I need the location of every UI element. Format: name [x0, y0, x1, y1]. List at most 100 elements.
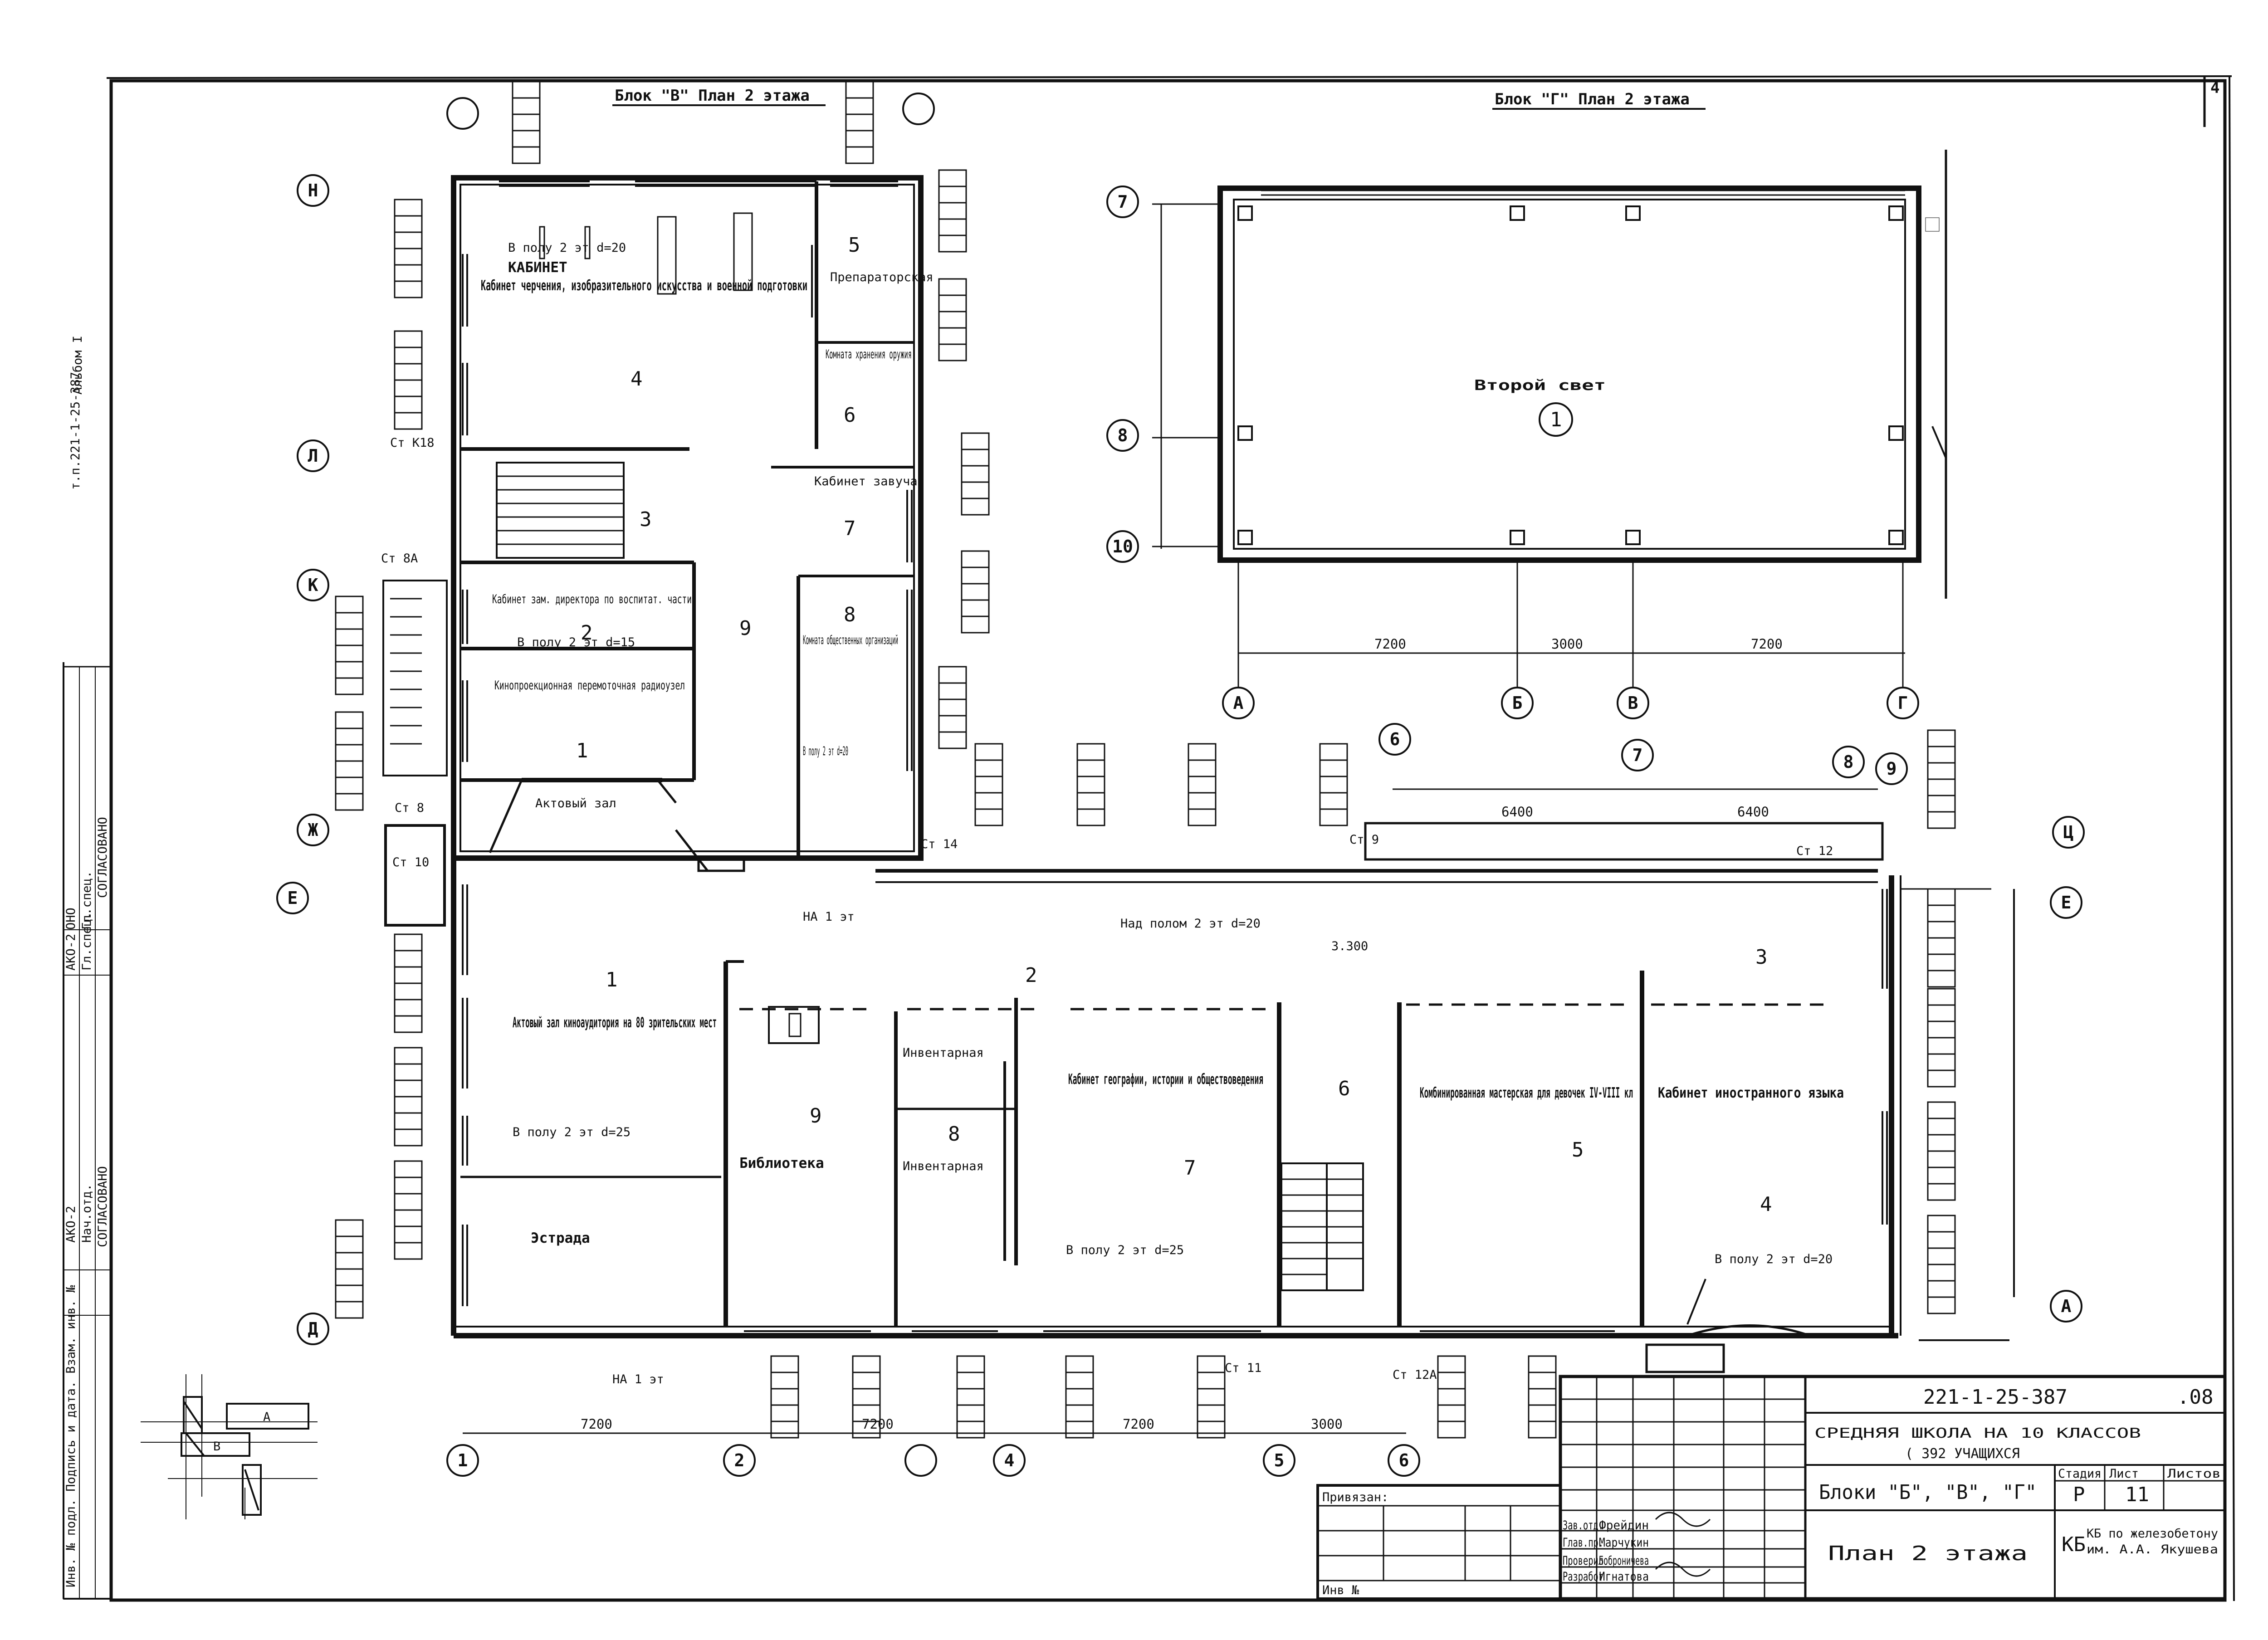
- dim-top-2: 6400: [1737, 804, 1769, 820]
- opening-tags: [335, 81, 1956, 1439]
- axis-label: 4: [1004, 1450, 1015, 1470]
- axis-bubble: [2050, 1290, 2082, 1323]
- approval-row-3: ОНО: [64, 908, 78, 930]
- opening-tag-cell: [1065, 1388, 1094, 1406]
- opening-tag-cell: [1927, 795, 1956, 813]
- approval-row-1: АКО-2: [64, 1206, 78, 1243]
- room-m-9-num: 9: [810, 1104, 822, 1128]
- opening-tag-cell: [394, 264, 423, 282]
- axis-label: 6: [1399, 1450, 1409, 1470]
- axis-label: К: [308, 575, 318, 595]
- opening-tag-cell: [335, 1252, 364, 1270]
- opening-tag-cell: [1927, 762, 1956, 780]
- opening-tag-cell: [1197, 1404, 1226, 1422]
- opening-tag-cell: [1927, 746, 1956, 764]
- key-plan-labels: А В: [213, 1410, 270, 1454]
- opening-tag-cell: [938, 185, 967, 204]
- opening-tag-cell: [394, 1225, 423, 1244]
- opening-tag-cell: [394, 330, 423, 348]
- main-block-plan: [451, 822, 2015, 1373]
- axis-label: Г: [1898, 693, 1908, 713]
- opening-tag-cell: [1927, 1247, 1956, 1265]
- opening-tag-cell: [956, 1420, 985, 1439]
- project-title-1: СРЕДНЯЯ ШКОЛА НА 10 КЛАССОВ: [1814, 1425, 2141, 1441]
- opening-tag-cell: [956, 1372, 985, 1390]
- opening-tag-cell: [394, 1079, 423, 1098]
- opening-tag-cell: [1927, 888, 1956, 906]
- approval-role-3: Гл.спец.: [80, 871, 94, 930]
- axis-bubble: [1222, 687, 1255, 719]
- room-b-4-num: 4: [631, 367, 643, 390]
- axis-label: 7: [1118, 192, 1128, 212]
- opening-tag-cell: [770, 1372, 799, 1390]
- opening-tag-cell: [974, 776, 1003, 794]
- opening-tag-cell: [1927, 811, 1956, 829]
- room-m-4-num: 4: [1760, 1193, 1772, 1216]
- opening-tag-cell: [335, 677, 364, 695]
- opening-tag-cell: [938, 698, 967, 717]
- axis-bubble: [297, 814, 329, 846]
- room-b-1-num: 1: [576, 739, 588, 762]
- approval-row-2: АКО-2: [64, 934, 78, 971]
- sig-name-4: Игнатова: [1599, 1570, 1649, 1584]
- opening-tag-cell: [335, 628, 364, 646]
- sig-role-4: Разработ: [1563, 1570, 1603, 1584]
- opening-tag-cell: [1065, 1420, 1094, 1439]
- room-m-5-num: 5: [1572, 1138, 1584, 1162]
- sheet-frame: [63, 75, 2235, 1602]
- block-v-rooms: КАБИНЕТ Кабинет черчения, изобразительно…: [381, 234, 958, 869]
- opening-tag-cell: [961, 566, 990, 585]
- room-m-stage-name: Эстрада: [531, 1230, 590, 1246]
- opening-tag-cell: [845, 97, 874, 115]
- opening-tag-cell: [335, 644, 364, 663]
- main-block-text: 1 Актовый зал киноаудитория на 80 зрител…: [463, 788, 1878, 1434]
- room-b-5-num: 5: [848, 234, 860, 257]
- dim-bottom-4: 3000: [1311, 1416, 1343, 1432]
- opening-tag-cell: [1065, 1372, 1094, 1390]
- note-m-st11: Ст 11: [1225, 1361, 1261, 1375]
- opening-tag-cell: [1927, 1118, 1956, 1136]
- opening-tag-cell: [394, 1209, 423, 1227]
- key-block-a: А: [263, 1410, 270, 1424]
- side-sign: Альбом I: [71, 336, 85, 395]
- opening-tag-cell: [394, 1047, 423, 1065]
- opening-tag-cell: [1528, 1355, 1557, 1373]
- side-marks: т.п.221-1-25-387 Альбом I: [68, 336, 85, 490]
- opening-tag-cell: [394, 231, 423, 249]
- opening-tag-cell: [1927, 904, 1956, 922]
- opening-tag-cell: [1188, 759, 1217, 777]
- opening-tag-cell: [1528, 1388, 1557, 1406]
- room-b-6-name: Комната хранения оружия: [826, 347, 912, 361]
- opening-tag-cell: [394, 347, 423, 365]
- opening-tag-cell: [1188, 743, 1217, 761]
- axis-bubble: [1887, 687, 1919, 719]
- org-line-1: КБ по железобетону: [2087, 1527, 2218, 1541]
- opening-tag-cell: [1927, 1037, 1956, 1055]
- room-b-7-name: Кабинет завуча: [814, 474, 918, 488]
- opening-tag-cell: [938, 218, 967, 236]
- axis-bubble: [1106, 185, 1139, 218]
- opening-tag-cell: [1927, 953, 1956, 971]
- note-m-level: 3.300: [1331, 939, 1368, 953]
- dim-bottom-1: 7200: [581, 1416, 612, 1432]
- note-b-floor-1: В полу 2 эт d=20: [508, 241, 626, 255]
- axis-bubble: [1501, 687, 1534, 719]
- sig-role-1: Зав.отд.: [1563, 1518, 1603, 1533]
- note-m-st9: Ст 9: [1349, 833, 1379, 847]
- opening-tag-cell: [770, 1420, 799, 1439]
- privyazan-label: Привязан:: [1322, 1490, 1388, 1504]
- opening-tag-cell: [956, 1355, 985, 1373]
- opening-tag-cell: [845, 146, 874, 164]
- opening-tag-cell: [512, 146, 541, 164]
- room-b-9-num: 9: [739, 617, 752, 640]
- opening-tag-cell: [956, 1388, 985, 1406]
- axis-bubble: [993, 1444, 1026, 1477]
- axis-bubble: [1378, 723, 1411, 756]
- axis-bubble: [297, 1313, 329, 1345]
- room-m-8-name: Инвентарная: [903, 1159, 984, 1173]
- opening-tag-cell: [938, 731, 967, 749]
- opening-tag-cell: [938, 169, 967, 187]
- room-b-8-num: 8: [844, 603, 856, 626]
- axis-label: Б: [1512, 693, 1523, 713]
- approval-column: Инв. № подл. Подпись и дата. Взам. инв. …: [64, 1285, 78, 1587]
